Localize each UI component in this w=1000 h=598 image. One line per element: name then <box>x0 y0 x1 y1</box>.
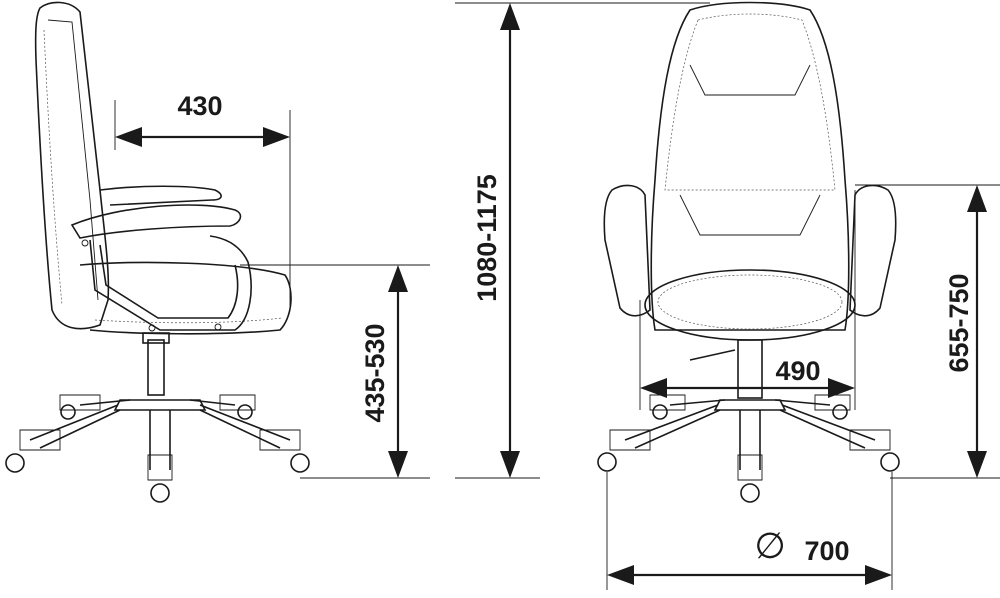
dimension-seat-depth: 430 <box>114 91 291 310</box>
base-diameter-label: 700 <box>804 536 849 566</box>
diameter-symbol: ∅ <box>754 525 785 566</box>
dimension-seat-width: 490 <box>639 190 856 410</box>
dimension-total-height: 1080-1175 <box>455 2 710 479</box>
seat-height-label: 435-530 <box>360 323 390 422</box>
total-height-label: 1080-1175 <box>472 174 502 302</box>
armrest-height-label: 655-750 <box>944 273 974 372</box>
dimension-seat-height: 435-530 <box>240 264 430 479</box>
seat-depth-label: 430 <box>177 91 222 121</box>
dimension-armrest-height: 655-750 <box>855 184 1000 479</box>
chair-side-view <box>5 1 310 503</box>
dimension-base-diameter: ∅ 700 <box>606 472 893 590</box>
seat-width-label: 490 <box>775 356 820 386</box>
chair-front-view <box>597 1 900 503</box>
